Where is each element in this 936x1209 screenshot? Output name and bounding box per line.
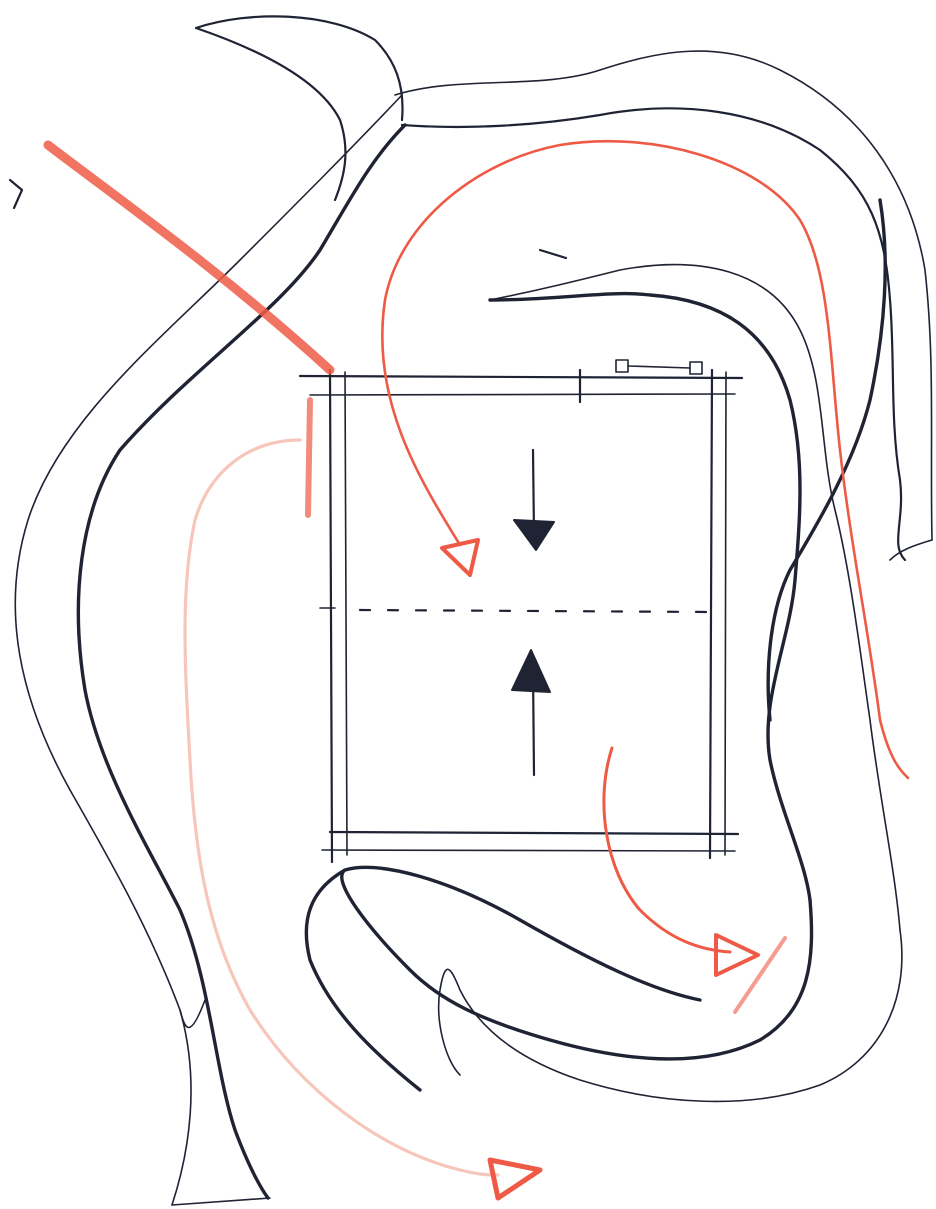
flow-vertical-mark [308, 400, 310, 515]
